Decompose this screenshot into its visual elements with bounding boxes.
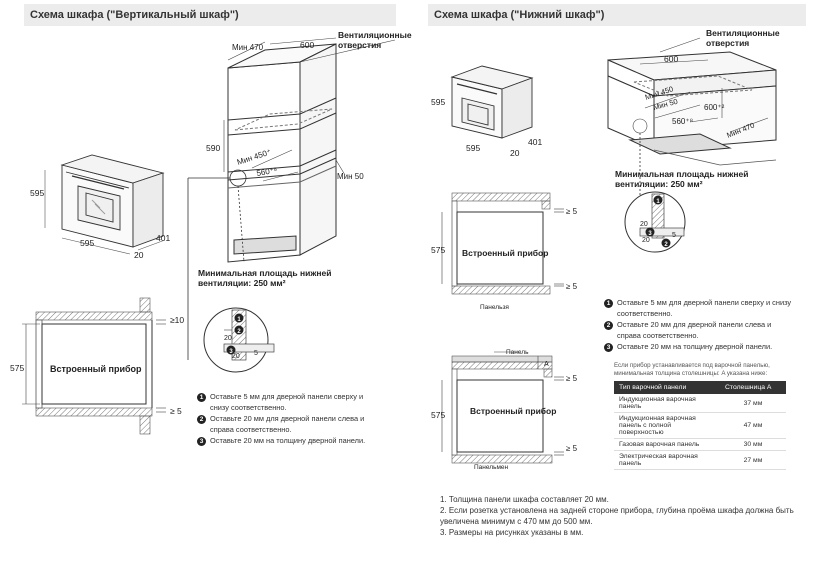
left-gap-5: ≥ 5 [170, 406, 182, 416]
right-dim-575a: 575 [431, 245, 445, 255]
left-dim-600: 600 [300, 40, 314, 50]
right-panel-label-1: Панельзя [480, 304, 509, 311]
left-note-3: Оставьте 20 мм на толщину дверной панели… [210, 436, 366, 445]
left-min-area-label: Минимальная площадь нижней вентиляции: 2… [198, 268, 332, 288]
svg-text:1: 1 [656, 199, 660, 205]
note-num-3: 3 [197, 437, 206, 446]
table-header-a: Столешница A [720, 381, 786, 394]
left-detail-20a: 20 [224, 335, 232, 342]
footnote-2: 2. Если розетка установлена на задней ст… [440, 506, 794, 526]
right-note-3: Оставьте 20 мм на толщину дверной панели… [617, 342, 773, 351]
svg-text:2: 2 [664, 242, 668, 248]
right-detail-circle: 1 3 2 [624, 191, 686, 253]
left-oven-height: 595 [30, 188, 44, 198]
right-builtin-label-2: Встроенный прибор [470, 406, 556, 416]
note-num-1: 1 [604, 299, 613, 308]
left-dim-min50: Мин 50 [337, 172, 364, 181]
left-oven-width: 595 [80, 238, 94, 248]
svg-text:3: 3 [648, 231, 652, 237]
table-row: Индукционная варочная панель с полной по… [614, 412, 786, 439]
right-gap5b: ≥ 5 [566, 282, 578, 291]
left-note-1: Оставьте 5 мм для дверной панели сверху … [210, 392, 364, 412]
table-cell: 37 мм [720, 394, 786, 413]
left-detail-circle: 1 2 3 [203, 307, 275, 373]
table-header-type: Тип варочной панели [614, 381, 720, 394]
right-dim-560: 560⁺⁸ [672, 117, 693, 126]
left-oven-thickness: 20 [134, 250, 144, 260]
right-detail-20a: 20 [640, 221, 648, 228]
svg-text:2: 2 [237, 329, 241, 335]
left-builtin-section [22, 297, 166, 435]
left-dim-min470: Мин 470 [232, 43, 264, 52]
right-vent-label: Вентиляционные отверстия [706, 28, 780, 48]
table-caption: Если прибор устанавливается под варочной… [614, 362, 770, 377]
table-cell: 27 мм [720, 450, 786, 470]
right-dim-575b: 575 [431, 410, 445, 420]
right-builtin-label-1: Встроенный прибор [462, 248, 548, 258]
left-note-2: Оставьте 20 мм для дверной панели слева … [210, 414, 365, 434]
right-oven-thickness: 20 [510, 148, 520, 158]
left-dim-575: 575 [10, 363, 24, 373]
table-cell: Индукционная варочная панель [614, 394, 720, 413]
right-note-1: Оставьте 5 мм для дверной панели сверху … [617, 298, 792, 318]
right-detail-5: 5 [672, 232, 676, 239]
table-cell: Индукционная варочная панель с полной по… [614, 412, 720, 439]
right-oven-drawing [450, 65, 534, 139]
countertop-table: Тип варочной панели Столешница A Индукци… [614, 381, 786, 470]
left-dim-560: 560⁺⁸ [256, 165, 278, 178]
right-gap5c: ≥ 5 [566, 374, 578, 383]
footnote-3: 3. Размеры на рисунках указаны в мм. [440, 528, 584, 537]
right-builtin-section-1 [441, 192, 564, 295]
svg-text:1: 1 [237, 317, 241, 323]
right-dim-600: 600 [664, 54, 678, 64]
left-tall-cabinet [227, 43, 337, 263]
table-cell: Электрическая варочная панель [614, 450, 720, 470]
left-detail-20b: 20 [232, 353, 240, 360]
note-num-2: 2 [604, 321, 613, 330]
left-notes: 1 Оставьте 5 мм для дверной панели сверху… [197, 392, 367, 448]
right-oven-depth: 401 [528, 137, 542, 147]
table-cell: Газовая варочная панель [614, 438, 720, 451]
right-oven-width: 595 [466, 143, 480, 153]
svg-text:3: 3 [229, 349, 233, 355]
left-oven-drawing [60, 154, 165, 248]
note-num-1: 1 [197, 393, 206, 402]
note-num-3: 3 [604, 343, 613, 352]
left-oven-depth: 401 [156, 233, 170, 243]
right-panel-label-2: Панельмен [474, 464, 509, 471]
right-notes: 1 Оставьте 5 мм для дверной панели сверху… [604, 298, 794, 354]
table-row: Газовая варочная панель 30 мм [614, 438, 786, 451]
footnotes: 1. Толщина панели шкафа составляет 20 мм… [440, 494, 820, 538]
right-corner-label: A [544, 361, 549, 368]
left-section-title: Схема шкафа ("Вертикальный шкаф") [24, 4, 396, 26]
left-detail-5: 5 [254, 350, 258, 357]
right-min-area-label: Минимальная площадь нижней вентиляции: 2… [615, 169, 749, 189]
table-row: Электрическая варочная панель 27 мм [614, 450, 786, 470]
right-gap5a: ≥ 5 [566, 207, 578, 216]
left-builtin-label: Встроенный прибор [50, 364, 142, 374]
table-cell: 47 мм [720, 412, 786, 439]
left-vent-label: Вентиляционные отверстия [338, 30, 412, 50]
right-note-2: Оставьте 20 мм для дверной панели слева … [617, 320, 772, 340]
footnote-1: 1. Толщина панели шкафа составляет 20 мм… [440, 495, 609, 504]
table-row: Индукционная варочная панель 37 мм [614, 394, 786, 413]
right-under-cabinet [607, 51, 777, 166]
right-detail-20b: 20 [642, 237, 650, 244]
left-dim-590: 590 [206, 143, 220, 153]
right-dim-600h: 600⁺² [704, 103, 725, 112]
right-oven-height: 595 [431, 97, 445, 107]
table-header-row: Тип варочной панели Столешница A [614, 381, 786, 394]
right-gap5d: ≥ 5 [566, 444, 578, 453]
note-num-2: 2 [197, 415, 206, 424]
left-gap-10: ≥10 [170, 315, 184, 325]
table-cell: 30 мм [720, 438, 786, 451]
right-section-title: Схема шкафа ("Нижний шкаф") [428, 4, 806, 26]
right-panel-arrow-label: Панель [506, 349, 529, 356]
right-builtin-section-2 [441, 351, 564, 464]
